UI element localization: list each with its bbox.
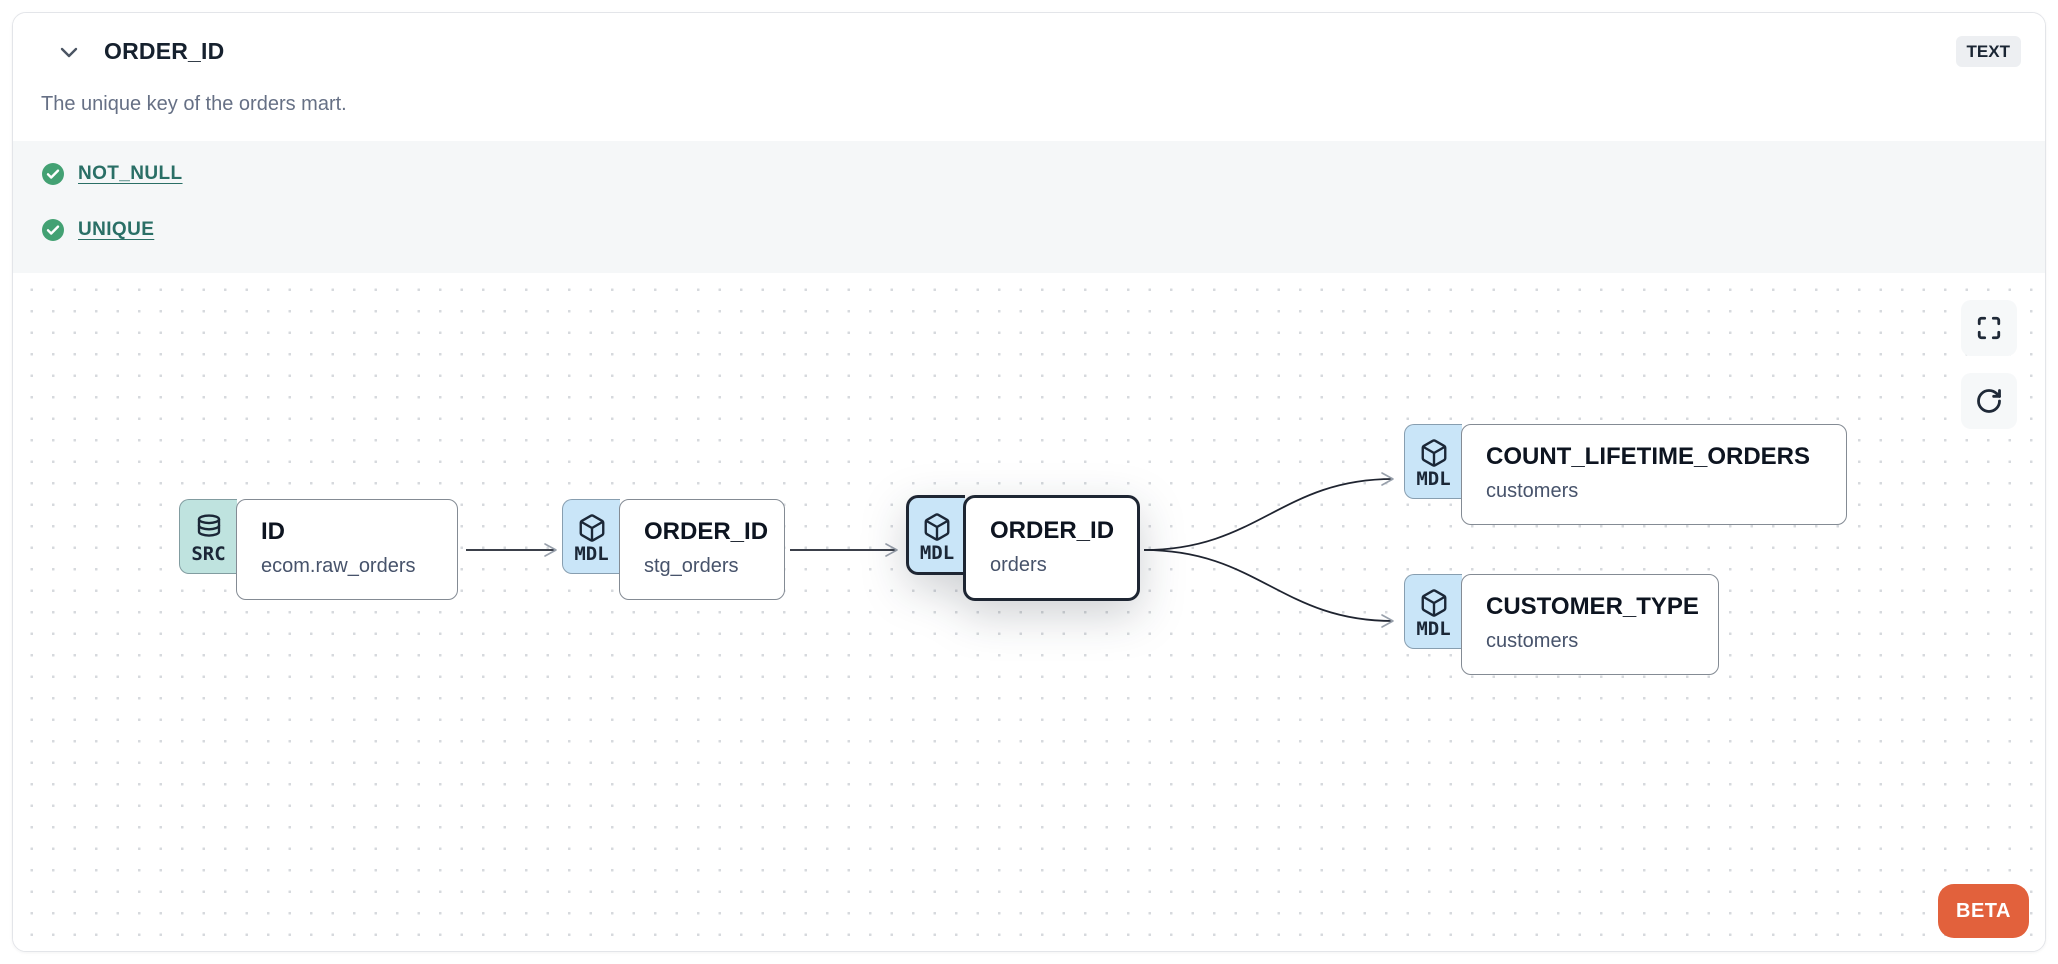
- badge-label: SRC: [191, 543, 226, 565]
- cube-icon: [579, 514, 604, 542]
- node-body: ID ecom.raw_orders: [236, 499, 458, 600]
- header: ORDER_ID TEXT The unique key of the orde…: [13, 13, 2045, 141]
- test-link-unique[interactable]: UNIQUE: [78, 219, 155, 240]
- column-type-badge: TEXT: [1955, 36, 2021, 67]
- refresh-button[interactable]: [1961, 373, 2017, 429]
- column-details-card: ORDER_ID TEXT The unique key of the orde…: [12, 12, 2046, 952]
- model-badge: MDL: [906, 495, 965, 575]
- check-circle-icon: [41, 162, 65, 186]
- badge-label: MDL: [919, 541, 955, 564]
- lineage-edges: [466, 472, 1394, 628]
- source-badge: SRC: [179, 499, 237, 574]
- test-row-not-null: NOT_NULL: [41, 161, 2045, 187]
- lineage-canvas[interactable]: SRC ID ecom.raw_orders MDL ORDER_ID stg_…: [13, 273, 2045, 951]
- node-title: ORDER_ID: [644, 518, 769, 545]
- chevron-down-icon: [60, 47, 78, 57]
- node-title: COUNT_LIFETIME_ORDERS: [1486, 443, 1811, 470]
- collapse-toggle-button[interactable]: [56, 39, 82, 65]
- node-title: ID: [261, 518, 285, 545]
- node-source-id[interactable]: SRC ID ecom.raw_orders: [179, 499, 458, 600]
- database-icon: [197, 514, 220, 537]
- cube-icon: [1421, 439, 1446, 467]
- node-count-lifetime-orders[interactable]: MDL COUNT_LIFETIME_ORDERS customers: [1404, 424, 1847, 525]
- node-customer-type[interactable]: MDL CUSTOMER_TYPE customers: [1404, 574, 1719, 675]
- model-badge: MDL: [1404, 424, 1462, 499]
- fullscreen-button[interactable]: [1961, 300, 2017, 356]
- node-body: COUNT_LIFETIME_ORDERS customers: [1461, 424, 1847, 525]
- badge-label: MDL: [574, 543, 609, 565]
- node-title: CUSTOMER_TYPE: [1486, 593, 1699, 620]
- test-link-not-null[interactable]: NOT_NULL: [78, 163, 183, 184]
- column-description: The unique key of the orders mart.: [41, 93, 347, 115]
- badge-label: MDL: [1416, 618, 1451, 640]
- node-orders-order-id[interactable]: MDL ORDER_ID orders: [906, 495, 1140, 601]
- cube-icon: [1421, 589, 1446, 617]
- column-title: ORDER_ID: [104, 38, 225, 64]
- node-subtitle: customers: [1486, 629, 1579, 652]
- tests-section: NOT_NULL UNIQUE: [13, 141, 2045, 273]
- model-badge: MDL: [562, 499, 620, 574]
- fullscreen-icon: [1977, 316, 2001, 340]
- node-body: ORDER_ID orders: [963, 495, 1140, 601]
- check-circle-icon: [41, 218, 65, 242]
- node-stg-orders-order-id[interactable]: MDL ORDER_ID stg_orders: [562, 499, 785, 600]
- node-subtitle: stg_orders: [644, 554, 739, 577]
- node-title: ORDER_ID: [990, 517, 1115, 544]
- node-subtitle: ecom.raw_orders: [261, 554, 416, 577]
- model-badge: MDL: [1404, 574, 1462, 649]
- refresh-icon: [1977, 389, 2001, 413]
- badge-label: MDL: [1416, 468, 1451, 490]
- cube-icon: [924, 512, 950, 541]
- node-subtitle: customers: [1486, 479, 1579, 502]
- node-subtitle: orders: [990, 553, 1047, 576]
- node-body: ORDER_ID stg_orders: [619, 499, 785, 600]
- node-body: CUSTOMER_TYPE customers: [1461, 574, 1719, 675]
- test-row-unique: UNIQUE: [41, 217, 2045, 243]
- beta-badge: BETA: [1938, 884, 2029, 938]
